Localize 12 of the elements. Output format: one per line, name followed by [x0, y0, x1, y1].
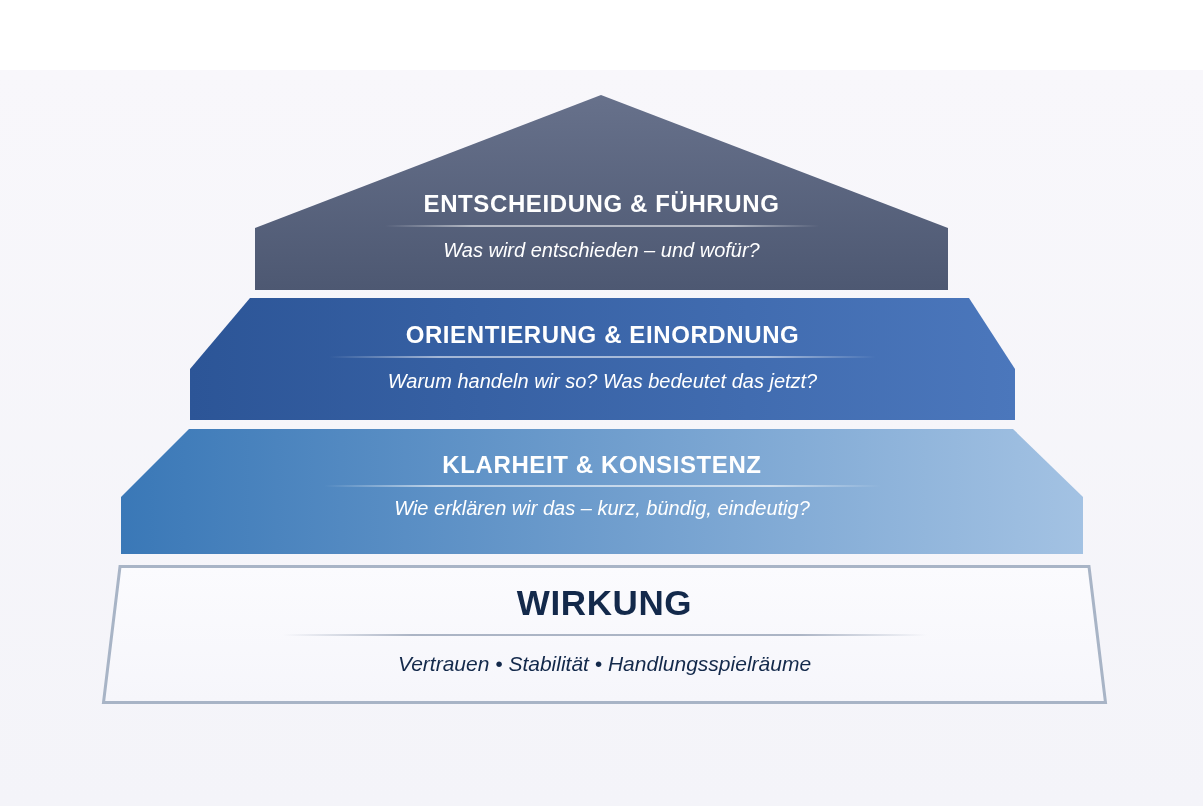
tier-heading: ENTSCHEIDUNG & FÜHRUNG	[423, 189, 780, 219]
tier-subtitle: Vertrauen • Stabilität • Handlungsspielräume	[397, 651, 812, 677]
tier-heading: WIRKUNG	[516, 582, 693, 624]
base-tier	[102, 565, 1107, 704]
pyramid-tier	[121, 429, 1083, 554]
tier-subtitle: Warum handeln wir so? Was bedeutet das jetzt?	[387, 369, 818, 393]
tier-heading: ORIENTIERUNG & EINORDNUNG	[405, 320, 800, 350]
tier-subtitle: Wie erklären wir das – kurz, bündig, eindeutig?	[394, 496, 810, 520]
pyramid-tier	[190, 298, 1015, 420]
tier-subtitle: Was wird entschieden – und wofür?	[443, 238, 760, 262]
roof-tier	[255, 95, 948, 290]
tier-heading: KLARHEIT & KONSISTENZ	[442, 450, 762, 480]
